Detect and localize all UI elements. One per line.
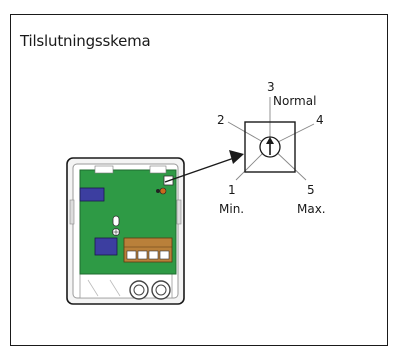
component-block <box>79 187 105 202</box>
dial-label-1: 1 <box>228 183 236 197</box>
dial-box <box>244 121 296 173</box>
knob-arrow-icon <box>266 137 274 144</box>
ic-chip <box>94 237 118 256</box>
dial-caption-normal: Normal <box>273 94 316 108</box>
dial-label-4: 4 <box>316 113 324 127</box>
terminal-block <box>123 237 173 263</box>
dial-label-3: 3 <box>267 80 275 94</box>
circuit-board <box>79 165 177 275</box>
dial-label-2: 2 <box>217 113 225 127</box>
dial-caption-min: Min. <box>219 202 244 216</box>
relay-component <box>112 215 120 236</box>
diagram-title: Tilslutningsskema <box>20 32 151 50</box>
dial-label-5: 5 <box>307 183 315 197</box>
dial-caption-max: Max. <box>297 202 326 216</box>
pointer-arrow <box>164 150 244 183</box>
dial-detail: 3 Normal 2 4 1 Min. 5 Max. <box>217 80 326 216</box>
